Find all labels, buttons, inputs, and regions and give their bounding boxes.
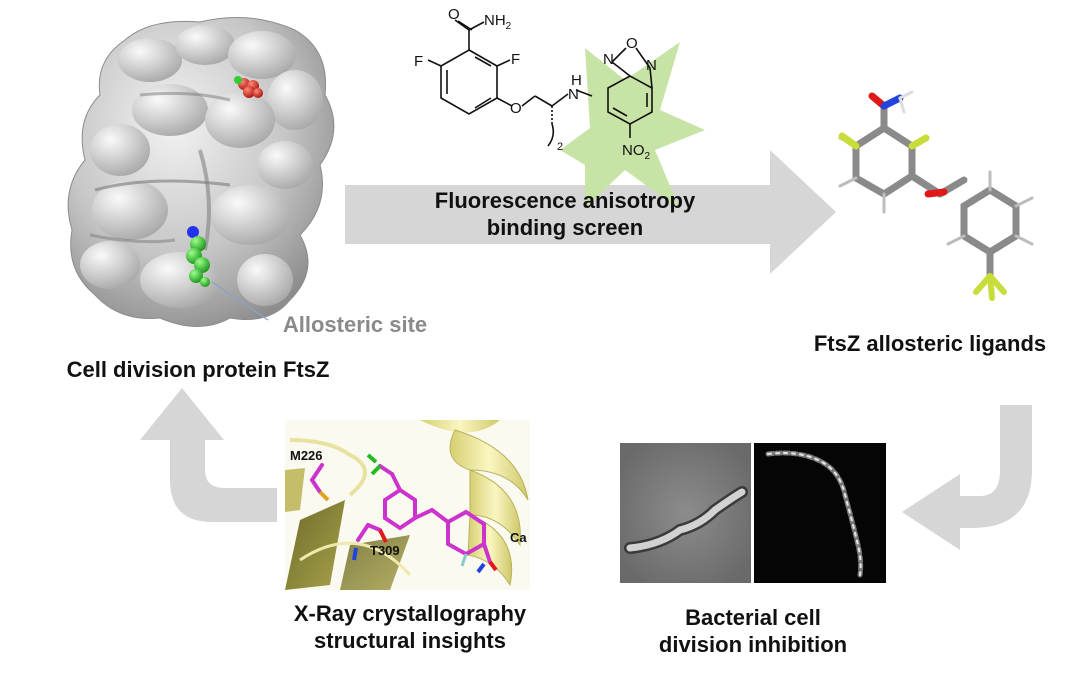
residue-m226-label: M226 bbox=[290, 448, 323, 463]
arrow-down-curved bbox=[902, 405, 1032, 550]
crystal-structure-panel: M226 T309 Ca bbox=[285, 420, 530, 590]
xray-label-line1: X-Ray crystallography bbox=[293, 601, 527, 626]
ether-oxygen-label: O bbox=[510, 100, 522, 117]
ligand-3d-model bbox=[838, 90, 1034, 301]
amine-h-label: H bbox=[571, 72, 582, 89]
probe-structure bbox=[427, 19, 705, 210]
residue-t309-label: T309 bbox=[370, 543, 400, 558]
panel-divider bbox=[751, 443, 754, 583]
arrow-up-curved bbox=[140, 388, 277, 522]
microscopy-brightfield-panel bbox=[620, 443, 751, 583]
screen-label-line1: Fluorescence anisotropy bbox=[434, 188, 696, 213]
amine-n-label: N bbox=[568, 86, 579, 103]
fluoro-left-label: F bbox=[414, 53, 423, 70]
nucleotide-site-ligand bbox=[234, 76, 263, 98]
fluoro-right-label: F bbox=[511, 51, 520, 68]
arrow-right bbox=[345, 150, 836, 274]
bacterial-label-line2: division inhibition bbox=[658, 632, 848, 657]
amine-nh2-label: NH2 bbox=[484, 12, 512, 32]
oxadiazole-n-top-label: N bbox=[603, 51, 614, 68]
microscopy-fluorescence-panel bbox=[754, 443, 886, 583]
chain-repeat-label: 2 bbox=[557, 141, 563, 153]
amide-oxygen-label: O bbox=[448, 6, 460, 23]
nitro-label: NO2 bbox=[622, 142, 651, 162]
fluorophore-highlight-star bbox=[560, 42, 705, 210]
ligands-label: FtsZ allosteric ligands bbox=[813, 331, 1047, 356]
allosteric-ligand-spheres bbox=[186, 226, 210, 287]
allosteric-site-pointer bbox=[211, 281, 269, 321]
protein-label: Cell division protein FtsZ bbox=[66, 357, 330, 382]
allosteric-site-label: Allosteric site bbox=[282, 312, 428, 337]
xray-label-line2: structural insights bbox=[314, 628, 506, 653]
oxadiazole-n-label: N bbox=[646, 57, 657, 74]
oxadiazole-o-label: O bbox=[626, 35, 638, 52]
residue-ca-label: Ca bbox=[510, 530, 527, 545]
probe-structure-labels: O NH2 F F O H N N O N NO2 2 bbox=[414, 6, 657, 162]
screen-label-line2: binding screen bbox=[486, 215, 644, 240]
bacterial-label-line1: Bacterial cell bbox=[685, 605, 821, 630]
